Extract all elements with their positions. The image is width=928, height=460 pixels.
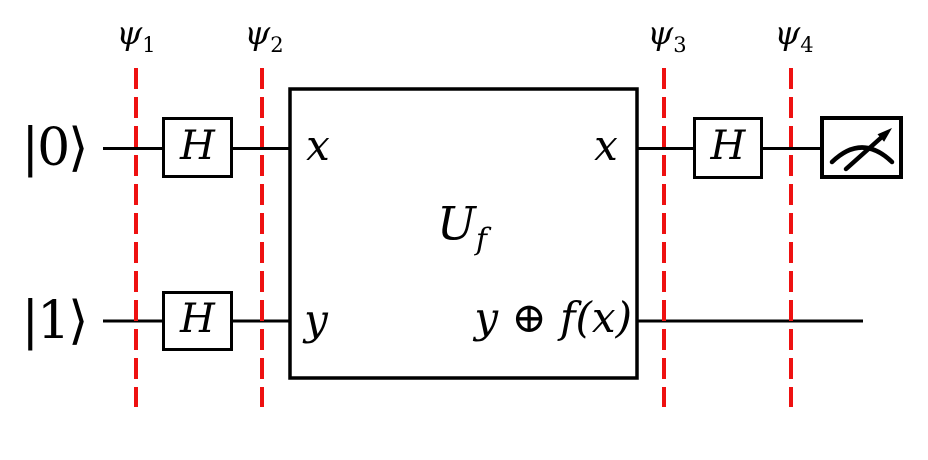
gauge-needle [843, 133, 885, 171]
ket-one-label: |1⟩ [21, 291, 89, 351]
psi2-base: ψ [244, 13, 271, 53]
measurement-gate [820, 116, 903, 179]
oracle-port-x-in: x [306, 121, 330, 170]
psi1-sub: 1 [142, 32, 156, 57]
hadamard-label: H [180, 122, 215, 169]
gauge-needle-arrowhead [877, 127, 892, 142]
state-label-psi1: ψ1 [116, 16, 155, 56]
oracle-box [288, 87, 639, 380]
psi3-base: ψ [647, 13, 674, 53]
oracle-port-x-out: x [594, 121, 618, 170]
psi4-sub: 4 [800, 32, 814, 57]
hadamard-label: H [710, 123, 746, 169]
state-label-psi4: ψ4 [774, 16, 813, 56]
hadamard-gate-top-left: H [162, 117, 233, 178]
psi2-sub: 2 [270, 32, 284, 57]
state-label-psi3: ψ3 [647, 16, 686, 56]
oracle-title: Uf [437, 200, 487, 255]
oracle-title-sub: f [475, 222, 487, 258]
hadamard-label: H [180, 296, 215, 342]
hadamard-gate-bottom-left: H [162, 291, 233, 351]
psi3-sub: 3 [673, 32, 687, 57]
gauge-arc [829, 144, 894, 164]
gauge-arrow-icon [829, 127, 894, 171]
oracle-title-base: U [437, 196, 476, 251]
psi1-base: ψ [116, 13, 143, 53]
oracle-port-y-in: y [304, 295, 328, 344]
hadamard-gate-top-right: H [693, 117, 763, 179]
state-label-psi2: ψ2 [244, 16, 283, 56]
psi4-base: ψ [774, 13, 801, 53]
ket-zero-label: |0⟩ [21, 118, 89, 178]
oracle-port-y-xor-fx-out: y ⊕ f(x) [474, 293, 632, 342]
